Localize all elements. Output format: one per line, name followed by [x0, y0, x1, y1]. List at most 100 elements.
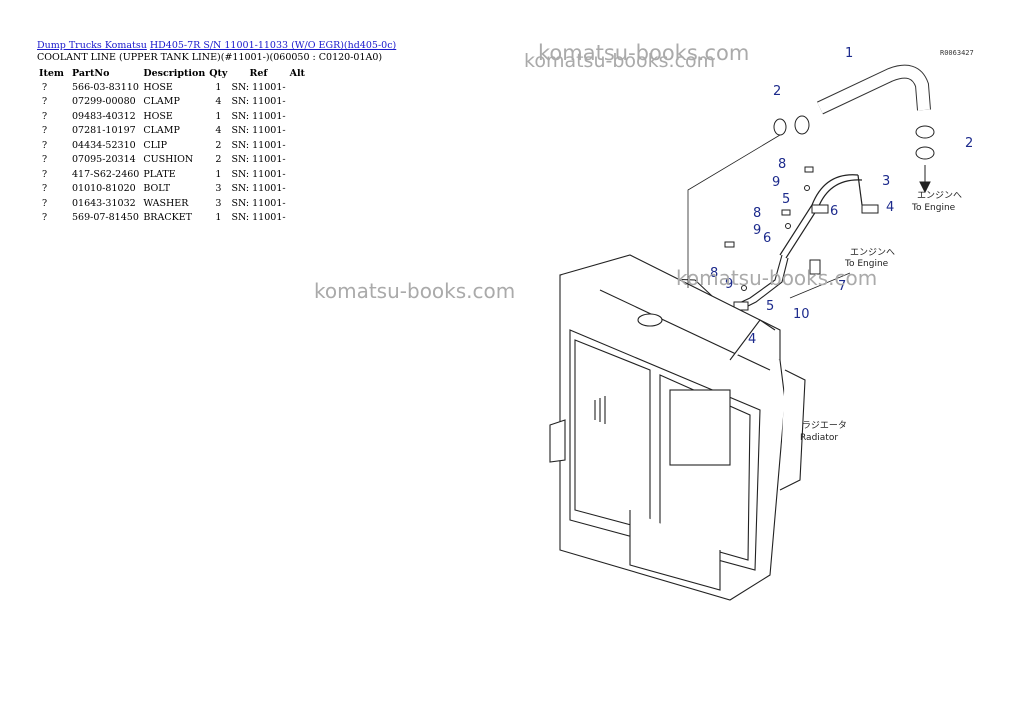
callout-6-left: 6 [763, 231, 771, 246]
cell-description: HOSE [143, 81, 173, 93]
cell-qty: 1 [215, 110, 222, 122]
callout-8-low: 8 [710, 266, 718, 281]
cell-alt [288, 95, 307, 110]
cell-item: ? [42, 81, 48, 93]
cell-partno: 07299-00080 [72, 96, 136, 108]
cell-description: BOLT [143, 183, 171, 195]
cell-item: ? [42, 96, 48, 108]
cell-ref: SN: 11001- [231, 212, 286, 224]
callout-6-right: 6 [830, 204, 838, 219]
hose-1 [817, 64, 931, 115]
cell-item: ? [42, 183, 48, 195]
cell-item: ? [42, 168, 48, 180]
breadcrumb: Dump Trucks Komatsu HD405-7R S/N 11001-1… [37, 40, 396, 52]
cell-qty: 1 [215, 81, 222, 93]
cell-alt [288, 109, 307, 124]
col-header-alt: Alt [289, 67, 305, 79]
cell-qty: 4 [215, 125, 222, 137]
cell-alt [288, 80, 307, 95]
diagram-code: R0063427 [940, 49, 974, 57]
col-header-qty: Qty [209, 67, 228, 79]
cell-alt [288, 138, 307, 153]
cell-qty: 2 [215, 139, 222, 151]
cell-partno: 01010-81020 [72, 183, 136, 195]
cell-description: CUSHION [143, 154, 194, 166]
cell-ref: SN: 11001- [231, 168, 286, 180]
page-title: COOLANT LINE (UPPER TANK LINE)(#11001-)(… [37, 52, 383, 63]
callout-3: 3 [882, 174, 890, 189]
cell-ref: SN: 11001- [231, 110, 286, 122]
cell-partno: 04434-52310 [72, 139, 136, 151]
callout-10: 10 [793, 307, 810, 322]
cell-item: ? [42, 110, 48, 122]
cell-alt [288, 182, 307, 197]
cell-alt [288, 211, 307, 226]
cell-ref: SN: 11001- [231, 139, 286, 151]
parts-table: Item PartNo Description Qty Ref Alt ?566… [37, 66, 307, 225]
cell-qty: 2 [215, 154, 222, 166]
cell-description: WASHER [143, 197, 189, 209]
cell-description: CLAMP [143, 96, 180, 108]
table-header-row: Item PartNo Description Qty Ref Alt [37, 66, 307, 80]
cell-partno: 01643-31032 [72, 197, 136, 209]
cell-partno: 417-S62-2460 [72, 168, 140, 180]
note-to-engine-jp-2: エンジンへ [850, 248, 895, 258]
bolts-washers [724, 166, 879, 311]
cell-qty: 1 [215, 212, 222, 224]
cell-item: ? [42, 212, 48, 224]
cell-item: ? [42, 154, 48, 166]
breadcrumb-link-model[interactable]: HD405-7R S/N 11001-11033 (W/O EGR)(hd405… [149, 40, 397, 51]
callout-5-lower: 5 [766, 299, 774, 314]
cell-qty: 4 [215, 96, 222, 108]
callout-4-lower: 4 [748, 332, 756, 347]
cell-description: HOSE [143, 110, 173, 122]
col-header-description: Description [143, 67, 206, 79]
cell-qty: 1 [215, 168, 222, 180]
callout-8-mid: 8 [753, 206, 761, 221]
cell-qty: 3 [215, 183, 222, 195]
col-header-ref: Ref [249, 67, 268, 79]
leader-lines [687, 134, 851, 299]
cell-alt [288, 153, 307, 168]
note-to-engine-en-1: To Engine [911, 203, 956, 213]
cell-description: BRACKET [143, 212, 192, 224]
cell-partno: 09483-40312 [72, 110, 136, 122]
cell-item: ? [42, 197, 48, 209]
cell-ref: SN: 11001- [231, 183, 286, 195]
cell-ref: SN: 11001- [231, 154, 286, 166]
note-to-engine-jp-1: エンジンへ [917, 191, 962, 201]
callout-labels: 1 2 2 3 4 4 5 5 6 6 7 8 8 8 9 9 9 10 [710, 46, 973, 347]
callout-9-top: 9 [772, 175, 780, 190]
table-row: ? 01010-81020 BOLT 3 SN: 11001- [37, 182, 307, 197]
watermark: komatsu-books.com [314, 279, 516, 303]
cell-ref: SN: 11001- [231, 197, 286, 209]
parts-diagram: R0063427 [549, 46, 974, 601]
cell-ref: SN: 11001- [231, 125, 286, 137]
callout-2-right: 2 [965, 136, 973, 151]
callout-9-mid: 9 [753, 223, 761, 238]
cell-alt [288, 124, 307, 139]
note-radiator-jp: ラジエータ [802, 420, 847, 431]
col-header-partno: PartNo [72, 67, 110, 79]
breadcrumb-link-category[interactable]: Dump Trucks Komatsu [37, 40, 147, 51]
callout-7: 7 [838, 279, 846, 294]
callout-9-low: 9 [725, 277, 733, 292]
callout-2-left: 2 [773, 84, 781, 99]
hose-3 [779, 174, 863, 259]
col-header-item: Item [39, 67, 64, 79]
cell-ref: SN: 11001- [231, 81, 286, 93]
cell-item: ? [42, 139, 48, 151]
radiator-assembly [549, 254, 806, 601]
note-radiator-en: Radiator [800, 433, 838, 443]
cell-description: CLAMP [143, 125, 180, 137]
table-row: ? 01643-31032 WASHER 3 SN: 11001- [37, 196, 307, 211]
table-row: ? 09483-40312 HOSE 1 SN: 11001- [37, 109, 307, 124]
cell-qty: 3 [215, 197, 222, 209]
